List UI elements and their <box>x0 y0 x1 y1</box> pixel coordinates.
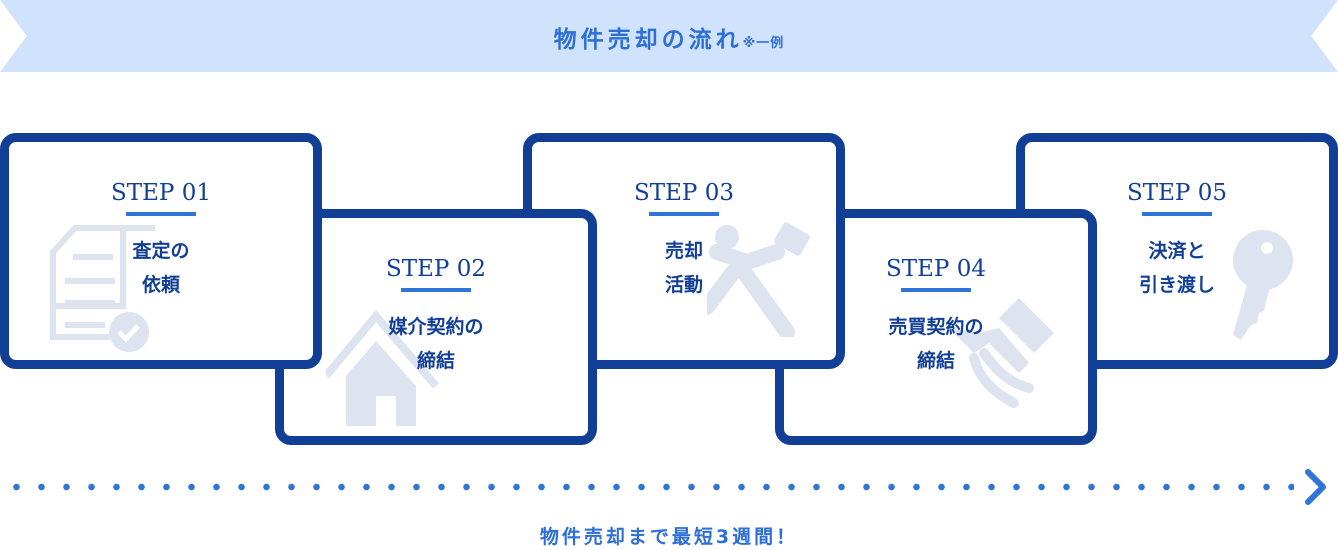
step-underline <box>649 212 719 216</box>
step-underline <box>901 288 971 292</box>
document-check-icon <box>50 225 155 352</box>
banner-title: 物件売却の流れ※一例 <box>0 20 1338 54</box>
handshake-icon <box>949 298 1054 408</box>
step-label: STEP 05 <box>1127 180 1227 206</box>
house-icon <box>326 309 440 426</box>
running-businessman-icon <box>707 222 810 337</box>
step-label: STEP 01 <box>111 180 211 206</box>
step-text: 売却活動 <box>664 240 703 296</box>
step-label: STEP 03 <box>634 180 734 206</box>
step-text: 媒介契約の締結 <box>388 316 484 372</box>
step-label: STEP 02 <box>386 256 486 282</box>
step-text: 査定の依頼 <box>132 240 190 296</box>
banner-note: ※一例 <box>742 36 785 51</box>
step-underline <box>1142 212 1212 216</box>
key-icon <box>1233 230 1293 340</box>
step-label: STEP 04 <box>886 256 986 282</box>
dotted-timeline <box>4 483 1294 491</box>
banner-title-text: 物件売却の流れ <box>553 27 743 53</box>
step-underline <box>126 212 196 216</box>
step-text: 売買契約の締結 <box>888 316 984 372</box>
footer-note: 物件売却まで最短3週間！ <box>539 526 799 548</box>
step-text: 決済と引き渡し <box>1138 240 1215 296</box>
step-01-card: STEP 01 査定の依頼 <box>0 133 322 369</box>
step-02-card: STEP 02 媒介契約の締結 <box>275 209 597 445</box>
step-underline <box>401 288 471 292</box>
chevron-right-icon <box>1305 469 1326 505</box>
title-banner: 物件売却の流れ※一例 <box>0 0 1338 72</box>
